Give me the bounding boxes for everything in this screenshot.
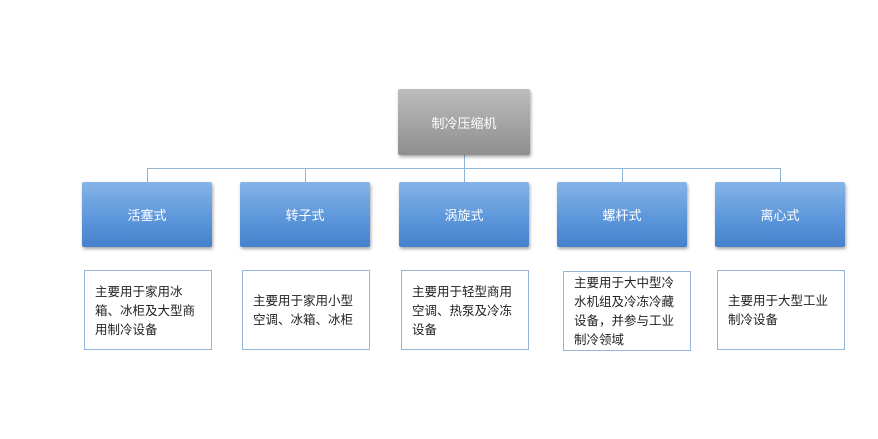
type-node-rotary: 转子式 [240, 182, 370, 247]
description-box-centrifugal: 主要用于大型工业制冷设备 [717, 270, 845, 350]
branch-connector-3 [464, 168, 465, 182]
description-text: 主要用于家用小型空调、冰箱、冰柜 [253, 293, 354, 327]
type-node-label: 涡旋式 [444, 209, 484, 224]
branch-connector-5 [780, 168, 781, 182]
description-text: 主要用于大中型冷水机组及冷冻冷藏设备，并参与工业制冷领域 [574, 275, 675, 347]
description-box-scroll: 主要用于轻型商用空调、热泵及冷冻设备 [401, 270, 529, 350]
root-node: 制冷压缩机 [398, 89, 530, 155]
root-connector-stem [464, 155, 465, 168]
root-node-label: 制冷压缩机 [431, 116, 497, 132]
description-text: 主要用于大型工业制冷设备 [728, 293, 829, 327]
description-text: 主要用于轻型商用空调、热泵及冷冻设备 [412, 283, 513, 337]
branch-connector-2 [305, 168, 306, 182]
description-box-screw: 主要用于大中型冷水机组及冷冻冷藏设备，并参与工业制冷领域 [563, 271, 691, 351]
description-text: 主要用于家用冰箱、冰柜及大型商用制冷设备 [95, 283, 196, 337]
type-node-scroll: 涡旋式 [399, 182, 529, 247]
type-node-reciprocating: 活塞式 [82, 182, 212, 247]
type-node-screw: 螺杆式 [557, 182, 687, 247]
description-box-rotary: 主要用于家用小型空调、冰箱、冰柜 [242, 270, 370, 350]
type-node-label: 转子式 [285, 209, 325, 224]
type-node-label: 螺杆式 [602, 209, 642, 224]
type-node-label: 活塞式 [127, 209, 167, 224]
type-node-label: 离心式 [760, 209, 800, 224]
description-box-reciprocating: 主要用于家用冰箱、冰柜及大型商用制冷设备 [84, 270, 212, 350]
branch-connector-4 [622, 168, 623, 182]
type-node-centrifugal: 离心式 [715, 182, 845, 247]
branch-connector-1 [147, 168, 148, 182]
